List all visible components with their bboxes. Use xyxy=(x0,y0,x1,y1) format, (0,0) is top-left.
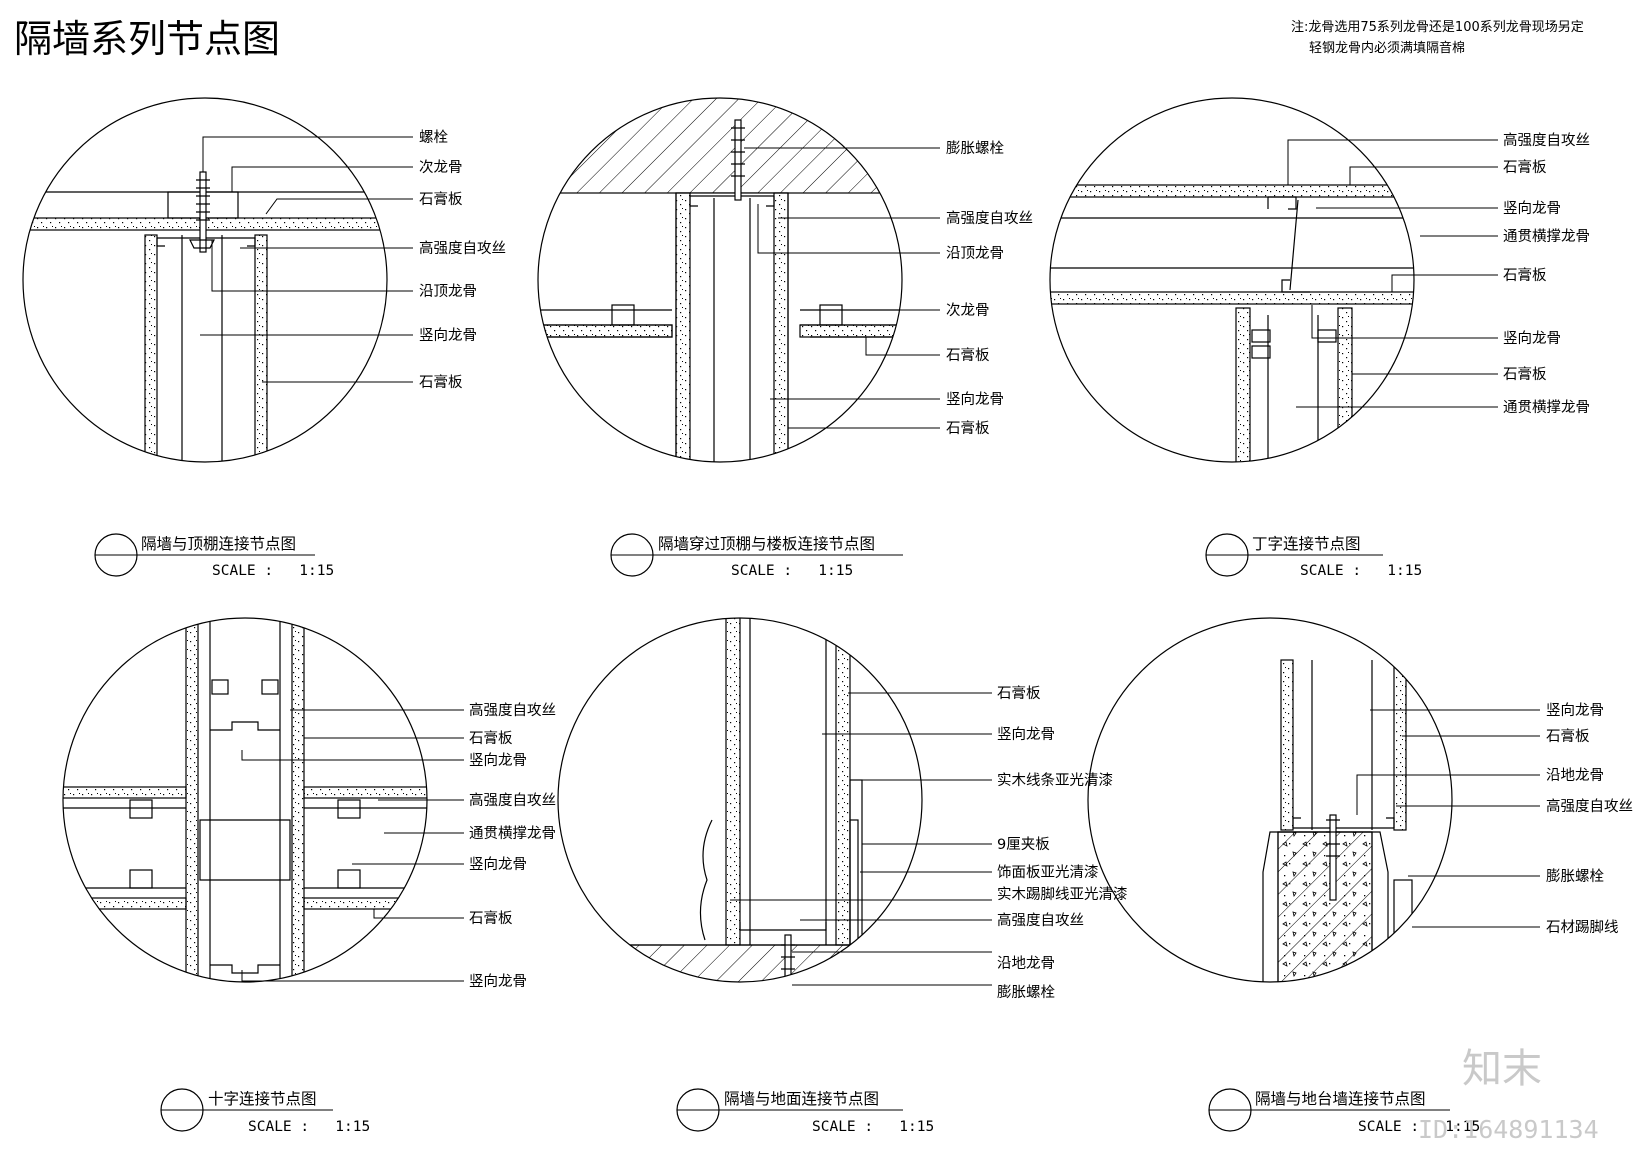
label-gypsum-board: 石膏板 xyxy=(1503,266,1547,284)
scale-6: SCALE : 1:15 xyxy=(1358,1119,1480,1135)
scale-3: SCALE : 1:15 xyxy=(1300,563,1422,579)
label-expansion-bolt: 膨胀螺栓 xyxy=(997,984,1055,1001)
label-self-tapping-screw: 高强度自攻丝 xyxy=(469,792,556,809)
scale-2: SCALE : 1:15 xyxy=(731,563,853,579)
label-vertical-stud: 竖向龙骨 xyxy=(997,726,1055,743)
label-gypsum-board: 石膏板 xyxy=(469,729,513,747)
label-vertical-stud: 竖向龙骨 xyxy=(469,973,527,990)
label-vertical-stud: 竖向龙骨 xyxy=(469,752,527,769)
label-veneer-panel: 饰面板亚光清漆 xyxy=(997,863,1099,881)
page-title: 隔墙系列节点图 xyxy=(14,17,280,61)
scale-1: SCALE : 1:15 xyxy=(212,563,334,579)
label-gypsum-board: 石膏板 xyxy=(946,346,990,364)
label-vertical-stud: 竖向龙骨 xyxy=(1503,330,1561,347)
label-9mm-plywood: 9厘夹板 xyxy=(997,835,1050,853)
scale-5: SCALE : 1:15 xyxy=(812,1119,934,1135)
label-self-tapping-screw: 高强度自攻丝 xyxy=(946,210,1033,227)
label-floor-track: 沿地龙骨 xyxy=(1546,767,1604,784)
label-vertical-stud: 竖向龙骨 xyxy=(469,856,527,873)
label-stone-skirting: 石材踢脚线 xyxy=(1546,919,1619,936)
note-line-1: 注:龙骨选用75系列龙骨还是100系列龙骨现场另定 xyxy=(1291,20,1584,35)
label-expansion-bolt: 膨胀螺栓 xyxy=(946,140,1004,157)
label-wood-skirting: 实木踢脚线亚光清漆 xyxy=(997,886,1128,903)
scale-4: SCALE : 1:15 xyxy=(248,1119,370,1135)
label-gypsum-board: 石膏板 xyxy=(1546,727,1590,745)
label-vertical-stud: 竖向龙骨 xyxy=(1546,702,1604,719)
label-bolt: 螺栓 xyxy=(419,129,448,146)
label-gypsum-board: 石膏板 xyxy=(469,909,513,927)
label-cross-brace: 通贯横撑龙骨 xyxy=(1503,228,1590,245)
label-gypsum-board: 石膏板 xyxy=(1503,365,1547,383)
label-wood-trim: 实木线条亚光清漆 xyxy=(997,772,1113,789)
label-vertical-stud: 竖向龙骨 xyxy=(419,327,477,344)
label-expansion-bolt: 膨胀螺栓 xyxy=(1546,868,1604,885)
label-top-track: 沿顶龙骨 xyxy=(419,283,477,300)
label-vertical-stud: 竖向龙骨 xyxy=(946,391,1004,408)
detail-floor-connection: 石膏板 竖向龙骨 实木线条亚光清漆 9厘夹板 饰面板亚光清漆 实木踢脚线亚光清漆… xyxy=(557,617,1128,1135)
label-self-tapping-screw: 高强度自攻丝 xyxy=(1503,132,1590,149)
label-gypsum-board: 石膏板 xyxy=(946,419,990,437)
detail-cross-junction: 高强度自攻丝 石膏板 竖向龙骨 高强度自攻丝 通贯横撑龙骨 竖向龙骨 石膏板 竖… xyxy=(62,617,556,1135)
caption-6: 隔墙与地台墙连接节点图 xyxy=(1255,1090,1426,1108)
caption-5: 隔墙与地面连接节点图 xyxy=(724,1090,879,1108)
watermark-id: ID:164891134 xyxy=(1418,1115,1599,1144)
label-cross-brace: 通贯横撑龙骨 xyxy=(469,825,556,842)
label-gypsum-board: 石膏板 xyxy=(997,684,1041,702)
label-secondary-keel: 次龙骨 xyxy=(419,159,463,176)
caption-1: 隔墙与顶棚连接节点图 xyxy=(141,535,296,553)
label-top-track: 沿顶龙骨 xyxy=(946,245,1004,262)
caption-2: 隔墙穿过顶棚与楼板连接节点图 xyxy=(658,535,875,553)
detail-platform-wall-connection: 竖向龙骨 石膏板 沿地龙骨 高强度自攻丝 膨胀螺栓 石材踢脚线 隔墙与地台墙连接… xyxy=(1087,617,1633,1135)
caption-3: 丁字连接节点图 xyxy=(1252,535,1361,553)
label-secondary-keel: 次龙骨 xyxy=(946,302,990,319)
label-gypsum-board: 石膏板 xyxy=(419,190,463,208)
label-cross-brace: 通贯横撑龙骨 xyxy=(1503,399,1590,416)
label-self-tapping-screw: 高强度自攻丝 xyxy=(419,240,506,257)
label-gypsum-board: 石膏板 xyxy=(419,373,463,391)
label-gypsum-board: 石膏板 xyxy=(1503,158,1547,176)
detail-t-junction: 高强度自攻丝 石膏板 竖向龙骨 通贯横撑龙骨 石膏板 竖向龙骨 石膏板 通贯横撑… xyxy=(1049,97,1590,579)
label-floor-track: 沿地龙骨 xyxy=(997,955,1055,972)
detail-slab-connection: 膨胀螺栓 高强度自攻丝 沿顶龙骨 次龙骨 石膏板 竖向龙骨 石膏板 隔墙穿过顶棚… xyxy=(537,97,1033,579)
detail-ceiling-connection: 螺栓 次龙骨 石膏板 高强度自攻丝 沿顶龙骨 竖向龙骨 石膏板 隔墙与顶棚连接节… xyxy=(22,97,506,579)
label-self-tapping-screw: 高强度自攻丝 xyxy=(469,702,556,719)
watermark-brand: 知末 xyxy=(1462,1046,1542,1092)
label-self-tapping-screw: 高强度自攻丝 xyxy=(1546,798,1633,815)
label-self-tapping-screw: 高强度自攻丝 xyxy=(997,912,1084,929)
label-vertical-stud: 竖向龙骨 xyxy=(1503,200,1561,217)
note-line-2: 轻钢龙骨内必须满填隔音棉 xyxy=(1309,40,1465,56)
caption-4: 十字连接节点图 xyxy=(208,1090,317,1108)
